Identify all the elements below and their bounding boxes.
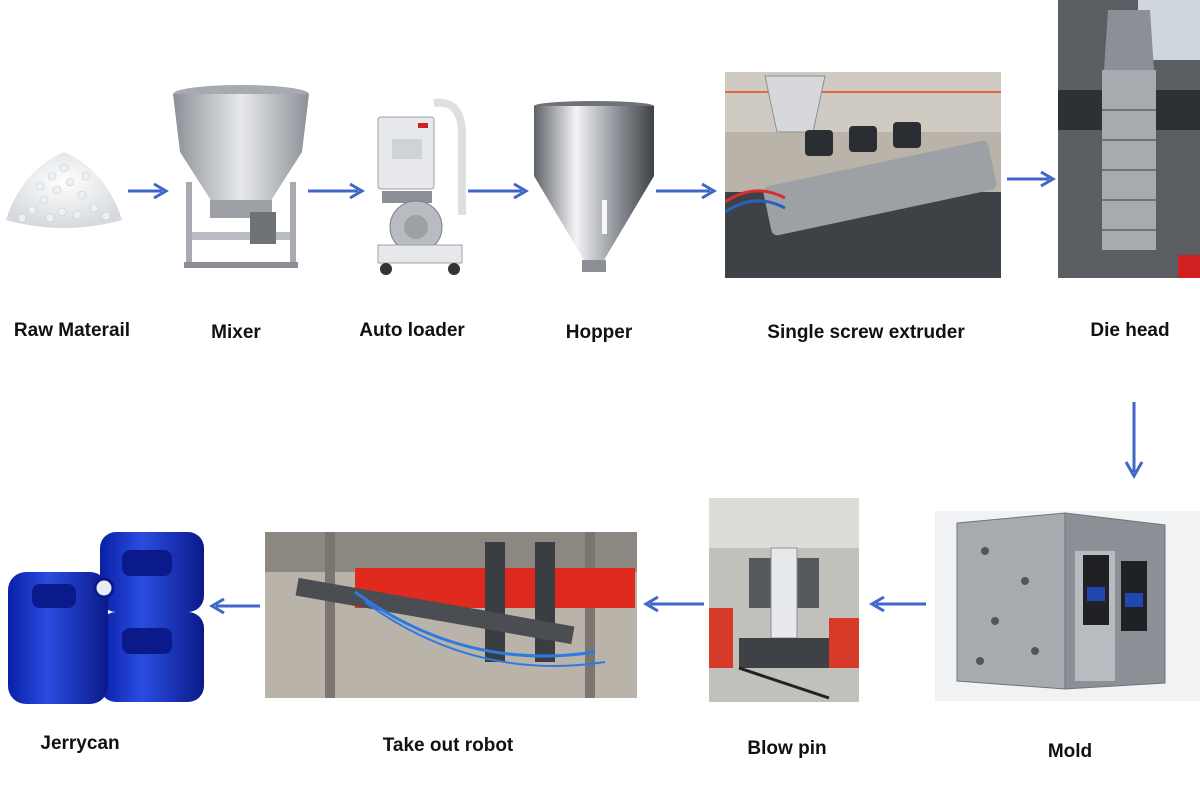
flow-arrow-right: [654, 181, 720, 201]
hopper-image: [532, 100, 656, 280]
step-label-diehead: Die head: [1090, 320, 1170, 341]
auto-loader-image: [372, 95, 468, 280]
mixer-icon: [173, 85, 309, 268]
step-label-mixer: Mixer: [211, 322, 261, 343]
mold-icon: [935, 511, 1200, 701]
flow-arrow-down: [1122, 400, 1146, 482]
mixer-image: [170, 82, 312, 282]
flow-arrow-right: [1005, 169, 1059, 189]
flow-arrow-right: [126, 181, 172, 201]
step-label-raw: Raw Materail: [13, 320, 131, 341]
extruder-icon: [725, 72, 1001, 278]
step-label-loader: Auto loader: [359, 320, 465, 341]
jerrycan-icon: [8, 532, 204, 704]
step-label-mold: Mold: [1047, 741, 1093, 762]
blow-pin-image: [709, 498, 859, 702]
die-head-icon: [1058, 0, 1200, 278]
step-label-robot: Take out robot: [382, 735, 514, 756]
flow-arrow-left: [206, 596, 262, 616]
robot-image: [265, 532, 637, 698]
hopper-icon: [534, 101, 654, 272]
flow-arrow-left: [866, 594, 928, 614]
extruder-image: [725, 72, 1001, 278]
auto-loader-icon: [377, 98, 466, 275]
flow-arrow-left: [640, 594, 706, 614]
step-label-jerrycan: Jerrycan: [40, 733, 120, 754]
mold-image: [935, 511, 1200, 701]
raw-material-image: [2, 140, 126, 235]
plastic-pellets-icon: [6, 152, 122, 228]
step-label-blowpin: Blow pin: [747, 738, 827, 759]
step-label-hopper: Hopper: [565, 322, 633, 343]
jerrycan-image: [4, 528, 210, 710]
die-head-image: [1058, 0, 1200, 278]
flow-arrow-right: [306, 181, 368, 201]
step-label-extruder: Single screw extruder: [767, 322, 965, 343]
robot-icon: [265, 532, 637, 698]
blow-pin-icon: [709, 498, 859, 702]
flow-arrow-right: [466, 181, 532, 201]
